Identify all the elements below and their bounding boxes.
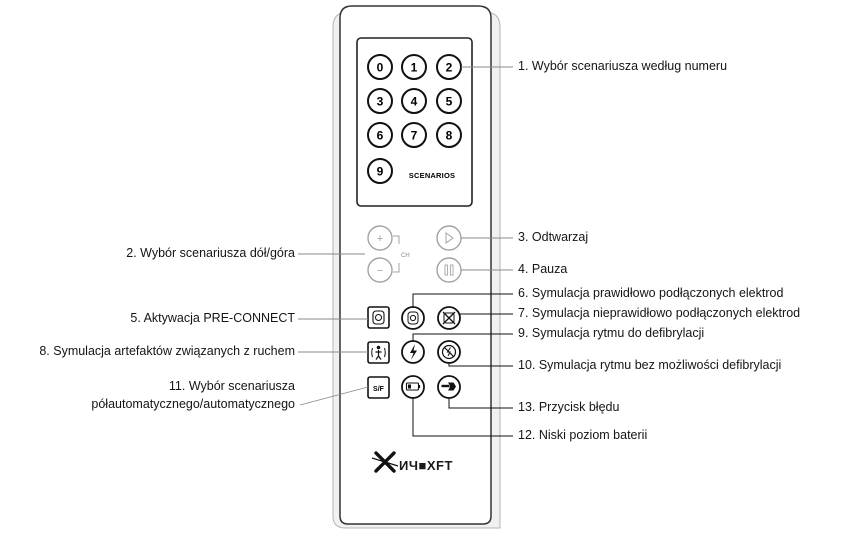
pre-connect-button[interactable]: [367, 306, 390, 329]
ch-down-symbol: −: [377, 265, 383, 277]
keypad-title: SCENARIOS: [409, 171, 455, 180]
key-6-label: 6: [377, 129, 384, 143]
label-7: 7. Symulacja nieprawidłowo podłączonych …: [518, 306, 801, 320]
key-4-label: 4: [411, 95, 418, 109]
lightning-icon: [410, 344, 417, 360]
non-shockable-rhythm-button[interactable]: [437, 340, 461, 364]
key-0[interactable]: 0: [367, 54, 393, 80]
key-1[interactable]: 1: [401, 54, 427, 80]
label-8: 8. Symulacja artefaktów związanych z ruc…: [39, 344, 295, 358]
no-shock-icon: [441, 344, 457, 360]
leader-lines-dark: [412, 293, 513, 437]
label-10: 10. Symulacja rytmu bez możliwości defib…: [518, 358, 782, 372]
label-11b: półautomatycznego/automatycznego: [91, 397, 295, 411]
key-6[interactable]: 6: [367, 122, 393, 148]
electrode-pad-icon: [372, 310, 385, 325]
key-8-label: 8: [446, 129, 453, 143]
wrench-icon: [441, 382, 456, 391]
label-1: 1. Wybór scenariusza według numeru: [518, 59, 728, 73]
ch-bracket: [393, 235, 400, 273]
motion-artifact-button[interactable]: [367, 341, 390, 364]
electrodes-incorrect-button[interactable]: [437, 306, 461, 330]
electrode-crossed-icon: [442, 311, 456, 325]
key-9[interactable]: 9: [367, 158, 393, 184]
label-12: 12. Niski poziom baterii: [518, 428, 648, 442]
person-motion-icon: [371, 345, 386, 360]
key-3[interactable]: 3: [367, 88, 393, 114]
play-icon: [445, 232, 454, 244]
sf-label: S/F: [373, 386, 385, 393]
ch-down-button[interactable]: −: [367, 257, 393, 283]
key-9-label: 9: [377, 165, 384, 179]
key-5[interactable]: 5: [436, 88, 462, 114]
label-11a: 11. Wybór scenariusza: [168, 379, 295, 393]
electrode-icon: [407, 311, 419, 325]
electrodes-correct-button[interactable]: [401, 306, 425, 330]
key-2-label: 2: [446, 61, 453, 75]
leader-lines: [298, 66, 513, 406]
label-13: 13. Przycisk błędu: [518, 400, 620, 414]
label-6: 6. Symulacja prawidłowo podłączonych ele…: [518, 286, 784, 300]
key-2[interactable]: 2: [436, 54, 462, 80]
key-3-label: 3: [377, 95, 384, 109]
play-button[interactable]: [436, 225, 462, 251]
pause-icon: [444, 264, 454, 276]
key-8[interactable]: 8: [436, 122, 462, 148]
label-5: 5. Aktywacja PRE-CONNECT: [130, 311, 295, 325]
ch-up-button[interactable]: +: [367, 225, 393, 251]
key-4[interactable]: 4: [401, 88, 427, 114]
key-5-label: 5: [446, 95, 453, 109]
label-9: 9. Symulacja rytmu do defibrylacji: [518, 326, 705, 340]
semi-full-auto-button[interactable]: S/F: [367, 376, 390, 399]
ch-label: CH: [401, 253, 410, 259]
shockable-rhythm-button[interactable]: [401, 340, 425, 364]
label-4: 4. Pauza: [518, 262, 568, 276]
battery-icon: [405, 382, 421, 391]
brand-logo-text: ИЧ■XFT: [399, 458, 453, 473]
key-1-label: 1: [411, 61, 418, 75]
ch-up-symbol: +: [377, 233, 383, 245]
pause-button[interactable]: [436, 257, 462, 283]
key-0-label: 0: [377, 61, 384, 75]
fault-button[interactable]: [437, 375, 461, 399]
label-2: 2. Wybór scenariusza dół/góra: [126, 246, 295, 260]
label-3: 3. Odtwarzaj: [518, 230, 589, 244]
low-battery-button[interactable]: [401, 375, 425, 399]
brand-logo-mark: [371, 451, 399, 473]
key-7[interactable]: 7: [401, 122, 427, 148]
key-7-label: 7: [411, 129, 418, 143]
